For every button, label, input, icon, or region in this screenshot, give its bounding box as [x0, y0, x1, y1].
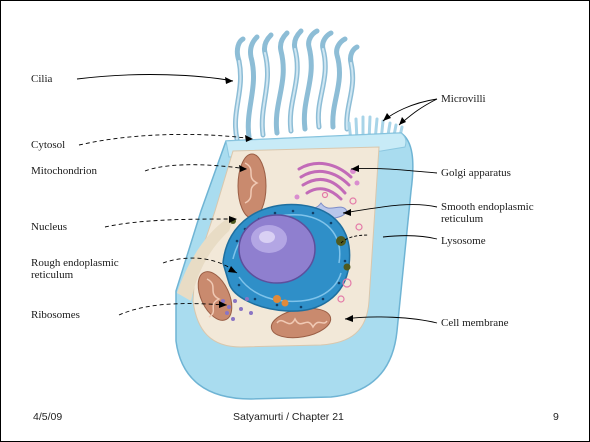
- label-smooth-er-line2: reticulum: [441, 213, 483, 225]
- label-mitochondrion: Mitochondrion: [31, 165, 97, 177]
- label-rough-er-line1: Rough endoplasmic: [31, 257, 119, 269]
- mitochondrion-shape: [238, 154, 266, 218]
- footer-page-number: 9: [553, 411, 559, 423]
- footer-title: Satyamurti / Chapter 21: [233, 411, 344, 423]
- label-ribosomes: Ribosomes: [31, 309, 80, 321]
- label-nucleus: Nucleus: [31, 221, 67, 233]
- label-cytosol: Cytosol: [31, 139, 65, 151]
- label-lysosome: Lysosome: [441, 235, 486, 247]
- label-smooth-er-line1: Smooth endoplasmic: [441, 201, 534, 213]
- label-rough-er-line2: reticulum: [31, 269, 73, 281]
- label-cilia: Cilia: [31, 73, 52, 85]
- label-cell-membrane: Cell membrane: [441, 317, 509, 329]
- label-golgi-apparatus: Golgi apparatus: [441, 167, 511, 179]
- footer-date: 4/5/09: [33, 411, 62, 423]
- label-microvilli: Microvilli: [441, 93, 486, 105]
